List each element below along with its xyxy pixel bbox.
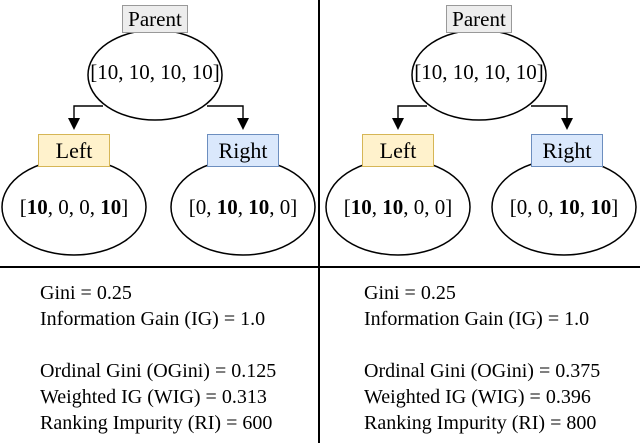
connector-parent-to-right	[531, 105, 573, 130]
parent-distribution: [10, 10, 10, 10]	[90, 60, 220, 84]
parent-node-box: Parent	[122, 5, 188, 33]
left-node-box: Left	[38, 134, 110, 167]
metric-line-ig: Information Gain (IG) = 1.0	[40, 308, 266, 330]
metric-line-ogini: Ordinal Gini (OGini) = 0.375	[364, 360, 601, 382]
metric-line-ri: Ranking Impurity (RI) = 800	[364, 412, 597, 434]
right-distribution: [0, 0, 10, 10]	[509, 195, 619, 219]
metric-line-ogini: Ordinal Gini (OGini) = 0.125	[40, 360, 277, 382]
left-distribution: [10, 0, 0, 10]	[19, 195, 129, 219]
metric-line-ig: Information Gain (IG) = 1.0	[364, 308, 590, 330]
tree-graphic-right	[325, 29, 637, 256]
metric-line-wig: Weighted IG (WIG) = 0.396	[364, 386, 591, 408]
right-node-box: Right	[207, 134, 279, 167]
right-distribution: [0, 10, 10, 0]	[188, 195, 298, 219]
parent-node-box: Parent	[446, 5, 512, 33]
metric-line-gini: Gini = 0.25	[40, 282, 132, 304]
left-node-box: Left	[362, 134, 434, 167]
connector-parent-to-left	[68, 105, 103, 130]
metrics-block: Gini = 0.25 Information Gain (IG) = 1.0 …	[364, 280, 639, 436]
metric-line-wig: Weighted IG (WIG) = 0.313	[40, 386, 267, 408]
metrics-block: Gini = 0.25 Information Gain (IG) = 1.0 …	[40, 280, 315, 436]
horizontal-divider	[0, 266, 640, 268]
tree-panel-right: Parent [10, 10, 10, 10] Left Right [10, …	[324, 0, 640, 447]
connector-parent-to-right	[207, 105, 249, 130]
metric-line-ri: Ranking Impurity (RI) = 600	[40, 412, 273, 434]
metrics-gap	[364, 332, 639, 358]
right-node-box: Right	[531, 134, 603, 167]
parent-distribution: [10, 10, 10, 10]	[414, 60, 544, 84]
metrics-gap	[40, 332, 315, 358]
metric-line-gini: Gini = 0.25	[364, 282, 456, 304]
tree-graphic-left	[1, 29, 316, 256]
vertical-divider	[318, 0, 320, 443]
tree-panel-left: Parent [10, 10, 10, 10] Left Right [10, …	[1, 5, 316, 436]
left-distribution: [10, 10, 0, 0]	[343, 195, 453, 219]
connector-parent-to-left	[392, 105, 427, 130]
